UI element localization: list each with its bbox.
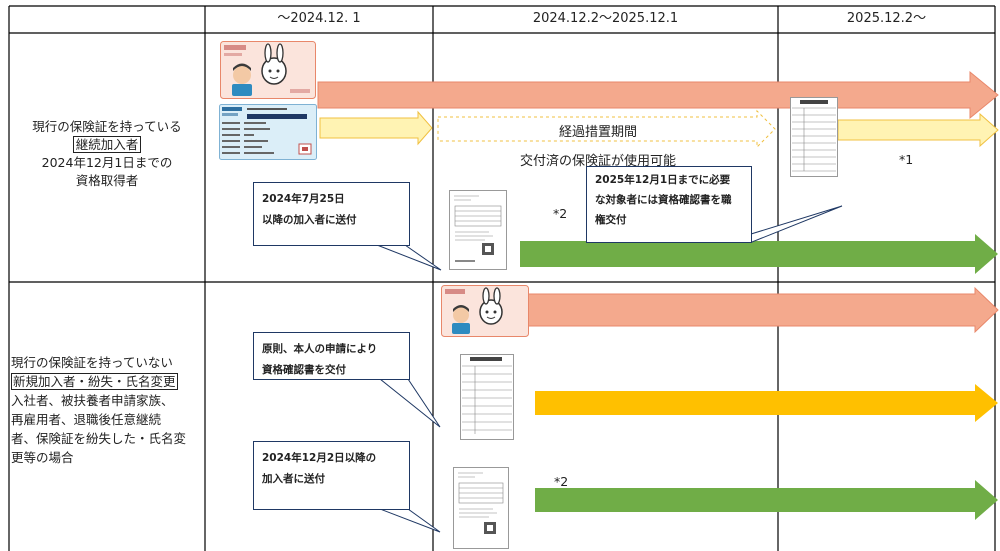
mynumber-card-row2 [441,285,529,337]
header-period-3: 2025.12.2～ [846,11,927,26]
callout-row1-right-line2: な対象者には資格確認書を職 [595,194,732,206]
row1-line1: 現行の保険証を持っている [32,119,182,134]
mynumber-arrow-row2 [527,286,999,334]
mynumber-arrow-row1 [317,70,999,120]
row2-boxed-label: 新規加入者・紛失・氏名変更 [11,373,178,390]
transition-period-sublabel: 交付済の保険証が使用可能 [519,154,676,169]
row2-line3: 入社者、被扶養者申請家族、 [11,393,174,408]
qualification-notice-row1 [449,190,507,270]
qualification-certificate-row2 [460,354,514,440]
row2-line4: 再雇用者、退職後任意継続 [11,412,162,427]
callout-row1-left-line1: 2024年7月25日 [262,193,345,205]
row1-boxed-label: 継続加入者 [72,136,142,153]
green-arrow-row1 [520,234,998,274]
transition-arrow [437,109,776,149]
mynumber-card-row1 [220,41,316,99]
qualification-notice-row2 [453,467,509,549]
footnote-marker-2-row1: *2 [553,206,568,221]
callout-row2-1-line2: 資格確認書を交付 [262,364,346,376]
row1-line4: 資格取得者 [75,173,139,188]
footnote-marker-2-row2: *2 [554,474,569,489]
header-period-2: 2024.12.2～2025.12.1 [532,11,679,26]
callout-row2-2: 2024年12月2日以降の 加入者に送付 [253,441,410,510]
row2-line6: 更等の場合 [11,450,74,465]
callout-pointer-row1-left [376,244,442,271]
callout-row1-left-line2: 以降の加入者に送付 [262,214,357,226]
row2-line5: 者、保険証を紛失した・氏名変 [11,431,187,446]
callout-pointer-row2-1 [378,378,441,428]
insurance-card-arrow [319,110,433,146]
header-period-1: ～2024.12. 1 [277,11,361,26]
qualification-arrow-row1 [837,112,999,148]
row1-line3: 2024年12月1日までの [41,155,173,170]
callout-row1-right-line1: 2025年12月1日までに必要 [595,174,731,186]
row2-line1: 現行の保険証を持っていない [11,355,173,370]
callout-row2-1-line1: 原則、本人の申請により [262,343,378,355]
qualification-certificate-row1 [790,97,838,177]
callout-row2-1: 原則、本人の申請により 資格確認書を交付 [253,332,410,380]
callout-row1-right-line3: 権交付 [595,214,627,226]
green-arrow-row2 [535,480,998,520]
callout-row1-right: 2025年12月1日までに必要 な対象者には資格確認書を職 権交付 [586,166,752,243]
transition-period-label: 経過措置期間 [558,125,637,140]
callout-row2-2-line2: 加入者に送付 [262,473,325,485]
row2-label: 現行の保険証を持っていない 新規加入者・紛失・氏名変更 入社者、被扶養者申請家族… [11,353,203,467]
insurance-card [219,104,317,160]
row1-label: 現行の保険証を持っている 継続加入者 2024年12月1日までの 資格取得者 [12,118,202,190]
callout-pointer-row2-2 [379,508,441,533]
callout-row2-2-line1: 2024年12月2日以降の [262,452,377,464]
callout-row1-left: 2024年7月25日 以降の加入者に送付 [253,182,410,246]
footnote-marker-1: *1 [899,152,914,167]
orange-arrow-row2 [535,384,998,422]
